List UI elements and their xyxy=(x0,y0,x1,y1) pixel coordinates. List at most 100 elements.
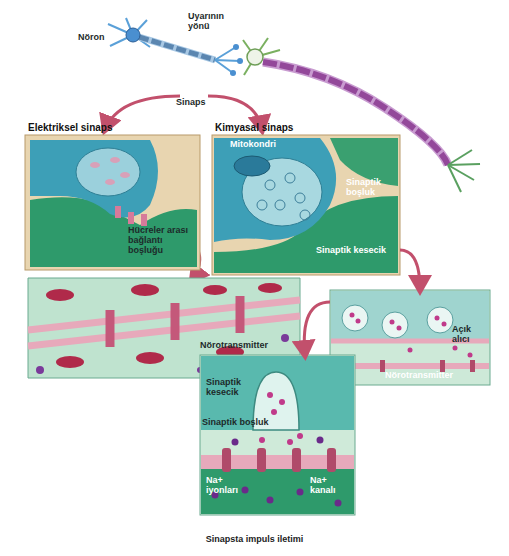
blue-neuron-part xyxy=(215,60,240,61)
electrical-synapse-panel-part xyxy=(30,140,158,217)
purple-neuron-part xyxy=(448,165,461,192)
vesicle-release-zoom-part xyxy=(356,319,361,324)
part-label: Sinaptik kesecik xyxy=(316,245,398,255)
gap-junction-zoom-part xyxy=(131,284,159,296)
vesicle-release-zoom-part xyxy=(435,316,440,321)
chemical-synapse-panel-part xyxy=(295,193,305,203)
receptor-zoom xyxy=(200,355,355,515)
electrical-synapse-panel-part xyxy=(76,148,140,196)
part-label: Sinaptik boşluk xyxy=(346,177,396,197)
part-label: Mitokondri xyxy=(230,139,300,149)
chemical-synapse-box: Kimyasal sinapsMitokondriSinaptik boşluk… xyxy=(212,135,400,275)
gap-junction-zoom-part xyxy=(46,289,74,301)
vesicle-release-zoom-part xyxy=(427,307,453,333)
part-label: Açık alıcı xyxy=(452,324,488,344)
gap-junction-zoom-part xyxy=(36,366,44,374)
electrical-synapse-panel-part xyxy=(115,206,121,218)
vesicle-release-zoom-part xyxy=(350,313,355,318)
receptor-zoom-part xyxy=(201,356,354,430)
vesicle-release-zoom-part xyxy=(390,320,395,325)
part-label: Nörotransmitter xyxy=(385,370,485,380)
blue-neuron-part xyxy=(215,60,233,73)
gap-junction-zoom-part xyxy=(171,303,180,340)
blue-neuron-part xyxy=(233,44,239,50)
blue-neuron-part xyxy=(139,37,215,60)
receptor-zoom-box: NörotransmitterSinaptik kesecikSinaptik … xyxy=(200,355,355,515)
vesicle-release-zoom-part xyxy=(380,360,385,372)
release-zoom-box: Açık alıcıNörotransmitter xyxy=(330,290,490,385)
receptor-zoom-part xyxy=(267,497,274,504)
electrical-synapse-panel-part xyxy=(141,214,147,226)
receptor-zoom-part xyxy=(222,448,231,472)
gap-junction-zoom-part xyxy=(106,310,115,347)
receptor-zoom-part xyxy=(271,409,277,415)
part-label: Sinaptik boşluk xyxy=(202,417,302,427)
purple-neuron-part xyxy=(448,164,480,165)
purple-neuron-part xyxy=(247,49,263,65)
vesicle-release-zoom-part xyxy=(342,305,368,331)
electrical-synapse-panel-part xyxy=(120,172,130,178)
chemical-synapse-panel-part xyxy=(234,156,270,176)
gap-junction-zoom-part xyxy=(136,352,164,364)
panel-title: Kimyasal sinaps xyxy=(215,122,293,133)
blue-neuron-part xyxy=(215,47,236,60)
chemical-synapse-panel-part xyxy=(275,200,285,210)
electrical-synapse-panel xyxy=(25,135,200,270)
vesicle-release-zoom-part xyxy=(397,326,402,331)
gap-junction-zoom-part xyxy=(281,334,289,342)
receptor-zoom-part xyxy=(335,500,342,507)
chemical-synapse-panel-part xyxy=(285,173,295,183)
electrical-synapse-panel-part xyxy=(90,162,100,168)
receptor-zoom-part xyxy=(287,439,293,445)
electrical-synapse-panel-part xyxy=(128,212,134,224)
vesicle-release-zoom-part xyxy=(442,322,447,327)
blue-neuron-part xyxy=(230,70,236,76)
part-label: Nörotransmitter xyxy=(200,340,310,350)
gap-junction-zoom-part xyxy=(236,296,245,333)
gap-junction-zoom-part xyxy=(28,300,300,330)
purple-neuron-part xyxy=(448,150,472,165)
figure-label: Uyarının yönü xyxy=(188,11,236,31)
figure-caption: Sinapsta impuls iletimi xyxy=(0,534,509,544)
part-label: Na+ iyonları xyxy=(206,475,250,495)
part-label: Na+ kanalı xyxy=(310,475,354,495)
receptor-zoom-part xyxy=(232,439,239,446)
electrical-synapse-panel-part xyxy=(105,179,115,185)
receptor-zoom-part xyxy=(297,433,303,439)
chemical-synapse-panel xyxy=(212,135,400,275)
chemical-synapse-panel-part xyxy=(214,138,336,242)
panel-title: Elektriksel sinaps xyxy=(28,122,113,133)
figure-label: Nöron xyxy=(78,32,118,42)
receptor-zoom-part xyxy=(201,469,354,514)
blue-neuron-part xyxy=(139,37,215,60)
vesicle-release-zoom-part xyxy=(453,346,458,351)
blue-neuron-part xyxy=(237,58,243,64)
receptor-zoom-part xyxy=(327,448,336,472)
vesicle-release-zoom-part xyxy=(468,353,473,358)
pointer-arrow-part xyxy=(105,96,180,130)
chemical-synapse-panel-part xyxy=(265,180,275,190)
chemical-synapse-panel-part xyxy=(257,200,267,210)
chemical-synapse-panel-part xyxy=(300,210,310,220)
blue-neuron xyxy=(108,18,243,76)
chemical-synapse-panel-part xyxy=(212,135,400,275)
electrical-synapse-panel-part xyxy=(110,157,120,163)
gap-junction-zoom-part xyxy=(258,283,282,293)
zoom-arrow xyxy=(400,250,420,290)
receptor-zoom-part xyxy=(200,355,355,515)
vesicle-release-zoom-part xyxy=(470,360,475,372)
part-label: Sinaptik kesecik xyxy=(206,377,252,397)
blue-neuron-part xyxy=(126,28,140,42)
receptor-zoom-part xyxy=(279,399,285,405)
electrical-synapse-box: Elektriksel sinapsHücreler arası bağlant… xyxy=(25,135,200,270)
zoom-arrow xyxy=(304,302,330,355)
receptor-zoom-part xyxy=(267,392,273,398)
receptor-zoom-part xyxy=(292,448,301,472)
receptor-zoom-part xyxy=(317,437,324,444)
vesicle-release-zoom-part xyxy=(408,348,413,353)
vesicle-release-zoom-part xyxy=(382,312,408,338)
part-label: Hücreler arası bağlantı boşluğu xyxy=(128,225,192,255)
receptor-zoom-part xyxy=(242,487,249,494)
